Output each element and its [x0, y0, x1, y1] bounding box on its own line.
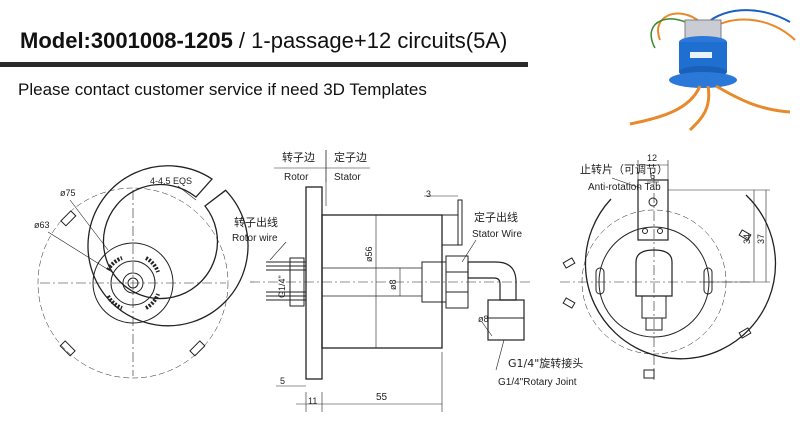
side-dim-fitting: ø8	[478, 314, 489, 324]
joint-en: G1/4"Rotary Joint	[498, 377, 577, 388]
side-dim-bore: ø8	[388, 279, 398, 290]
stator-wire-cn: 定子出线	[474, 210, 518, 224]
rotor-side-cn: 转子边	[282, 150, 315, 164]
model-description: / 1-passage+12 circuits(5A)	[232, 28, 508, 53]
joint-cn: G1/4"旋转接头	[508, 356, 583, 370]
rear-outer-flange	[584, 194, 777, 360]
side-view	[250, 150, 530, 412]
side-dim-left: 5	[280, 376, 285, 386]
side-dim-flange-thk: 3	[426, 189, 431, 199]
header: Model:3001008-1205 / 1-passage+12 circui…	[0, 0, 800, 99]
rear-dim-hole: 6	[650, 171, 655, 181]
rotor-flange	[305, 186, 323, 380]
stator-wire-en: Stator Wire	[472, 229, 522, 240]
front-dim-outer: ø75	[60, 188, 76, 198]
rotor-side-en: Rotor	[284, 172, 309, 183]
stator-body	[321, 214, 443, 349]
contact-note: Please contact customer service if need …	[18, 80, 427, 99]
rotor-wire-en: Rotor wire	[232, 233, 278, 244]
title-rule	[0, 62, 528, 67]
front-view	[37, 165, 249, 379]
side-dim-flange: 11	[308, 396, 317, 406]
front-bolt-circle	[37, 187, 229, 379]
model-number: 3001008-1205	[90, 28, 233, 53]
front-dim-slots: 4-4.5 EQS	[150, 176, 192, 186]
rear-dim-width: 12	[647, 153, 657, 163]
stator-side-en: Stator	[334, 172, 361, 183]
side-dim-thread: G1/4"	[277, 275, 287, 298]
rear-dim-h1: 34	[742, 234, 752, 244]
tab-cn: 止转片（可调节）	[580, 162, 668, 176]
page-title: Model:3001008-1205 / 1-passage+12 circui…	[20, 28, 507, 54]
front-dim-bolt: ø63	[34, 220, 50, 230]
slip-ring-product-icon	[629, 9, 796, 132]
rotor-wire-cn: 转子出线	[234, 215, 278, 229]
front-outer-flange	[87, 165, 249, 327]
side-dim-length: 55	[376, 392, 388, 403]
rear-view	[560, 160, 777, 380]
side-dim-body: ø56	[364, 246, 374, 262]
model-prefix: Model:	[20, 28, 91, 53]
rear-dim-h2: 37	[756, 234, 766, 244]
tab-en: Anti-rotation Tab	[588, 182, 661, 193]
stator-side-cn: 定子边	[334, 150, 367, 164]
